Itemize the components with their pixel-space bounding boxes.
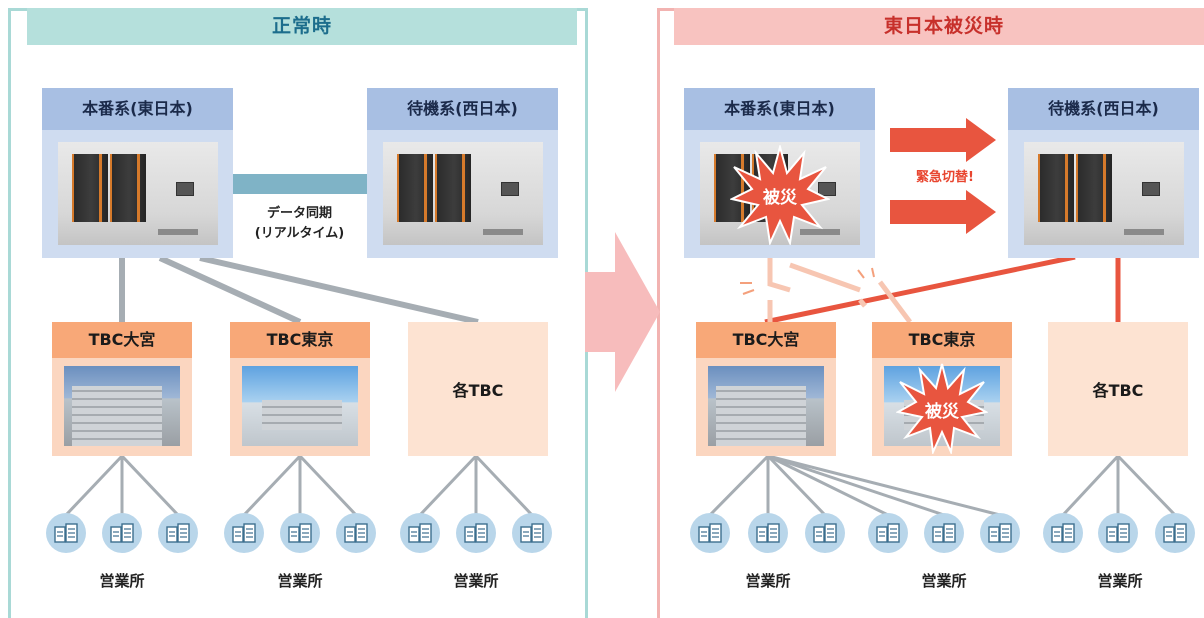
sync-label: データ同期 (リアルタイム) — [232, 204, 367, 244]
office-label: 営業所 — [99, 572, 145, 590]
office-label: 営業所 — [1097, 572, 1143, 590]
office-label: 営業所 — [745, 572, 791, 590]
server-photo — [383, 142, 543, 245]
sync-label-line2: (リアルタイム) — [254, 226, 345, 241]
office-building-icon — [924, 513, 964, 553]
link-primary-each — [199, 255, 479, 325]
disaster-tbc-omiya: TBC大宮 — [696, 322, 836, 456]
switch-arrow-icon — [890, 190, 996, 234]
switch-arrow-icon — [890, 118, 996, 162]
office-building-icon — [1098, 513, 1138, 553]
switch-label: 緊急切替! — [916, 170, 974, 185]
office-label: 営業所 — [277, 572, 323, 590]
office-building-icon — [868, 513, 908, 553]
office-building-icon — [280, 513, 320, 553]
office-building-icon — [46, 513, 86, 553]
office-building-icon — [1155, 513, 1195, 553]
disaster-title: 東日本被災時 — [674, 8, 1204, 45]
link-primary-tokyo — [158, 255, 302, 325]
normal-standby-label: 待機系(西日本) — [367, 88, 558, 130]
normal-tbc-each-label: 各TBC — [452, 381, 504, 400]
normal-title: 正常時 — [27, 8, 577, 45]
disaster-tbc-omiya-label: TBC大宮 — [696, 322, 836, 358]
normal-tbc-tokyo-label: TBC東京 — [230, 322, 370, 358]
normal-tbc-omiya-label: TBC大宮 — [52, 322, 192, 358]
office-building-icon — [512, 513, 552, 553]
disaster-tbc-tokyo-label: TBC東京 — [872, 322, 1012, 358]
office-building-icon — [224, 513, 264, 553]
normal-tbc-omiya: TBC大宮 — [52, 322, 192, 456]
office-building-icon — [158, 513, 198, 553]
normal-tbc-tokyo: TBC東京 — [230, 322, 370, 456]
office-building-icon — [336, 513, 376, 553]
office-building-icon — [748, 513, 788, 553]
office-building-icon — [980, 513, 1020, 553]
link-standby-omiya — [764, 254, 1076, 325]
server-photo — [58, 142, 218, 245]
normal-primary-system: 本番系(東日本) — [42, 88, 233, 258]
office-building-icon — [456, 513, 496, 553]
office-building-icon — [690, 513, 730, 553]
damage-label-primary: 被災 — [763, 188, 797, 208]
normal-tbc-each: 各TBC — [408, 322, 548, 456]
damage-label-tokyo: 被災 — [925, 402, 959, 422]
office-building-icon — [400, 513, 440, 553]
disaster-tbc-each: 各TBC — [1048, 322, 1188, 456]
office-label: 営業所 — [453, 572, 499, 590]
normal-office-links — [64, 454, 534, 517]
building-photo — [242, 366, 358, 446]
disaster-primary-label: 本番系(東日本) — [684, 88, 875, 130]
broken-links — [767, 258, 912, 324]
office-label: 営業所 — [921, 572, 967, 590]
starburst-icon — [730, 145, 830, 245]
broken-link-sparks — [740, 267, 875, 295]
normal-standby-system: 待機系(西日本) — [367, 88, 558, 258]
sync-bar — [232, 174, 367, 194]
transition-arrow-icon — [585, 232, 660, 392]
normal-primary-label: 本番系(東日本) — [42, 88, 233, 130]
office-building-icon — [102, 513, 142, 553]
disaster-standby-label: 待機系(西日本) — [1008, 88, 1199, 130]
disaster-tbc-each-label: 各TBC — [1092, 381, 1144, 400]
building-photo — [64, 366, 180, 446]
disaster-standby-system: 待機系(西日本) — [1008, 88, 1199, 258]
office-building-icon — [805, 513, 845, 553]
starburst-icon — [896, 363, 988, 454]
sync-label-line1: データ同期 — [266, 206, 332, 221]
disaster-office-links — [708, 454, 1177, 517]
building-photo — [708, 366, 824, 446]
server-photo — [1024, 142, 1184, 245]
office-building-icon — [1043, 513, 1083, 553]
